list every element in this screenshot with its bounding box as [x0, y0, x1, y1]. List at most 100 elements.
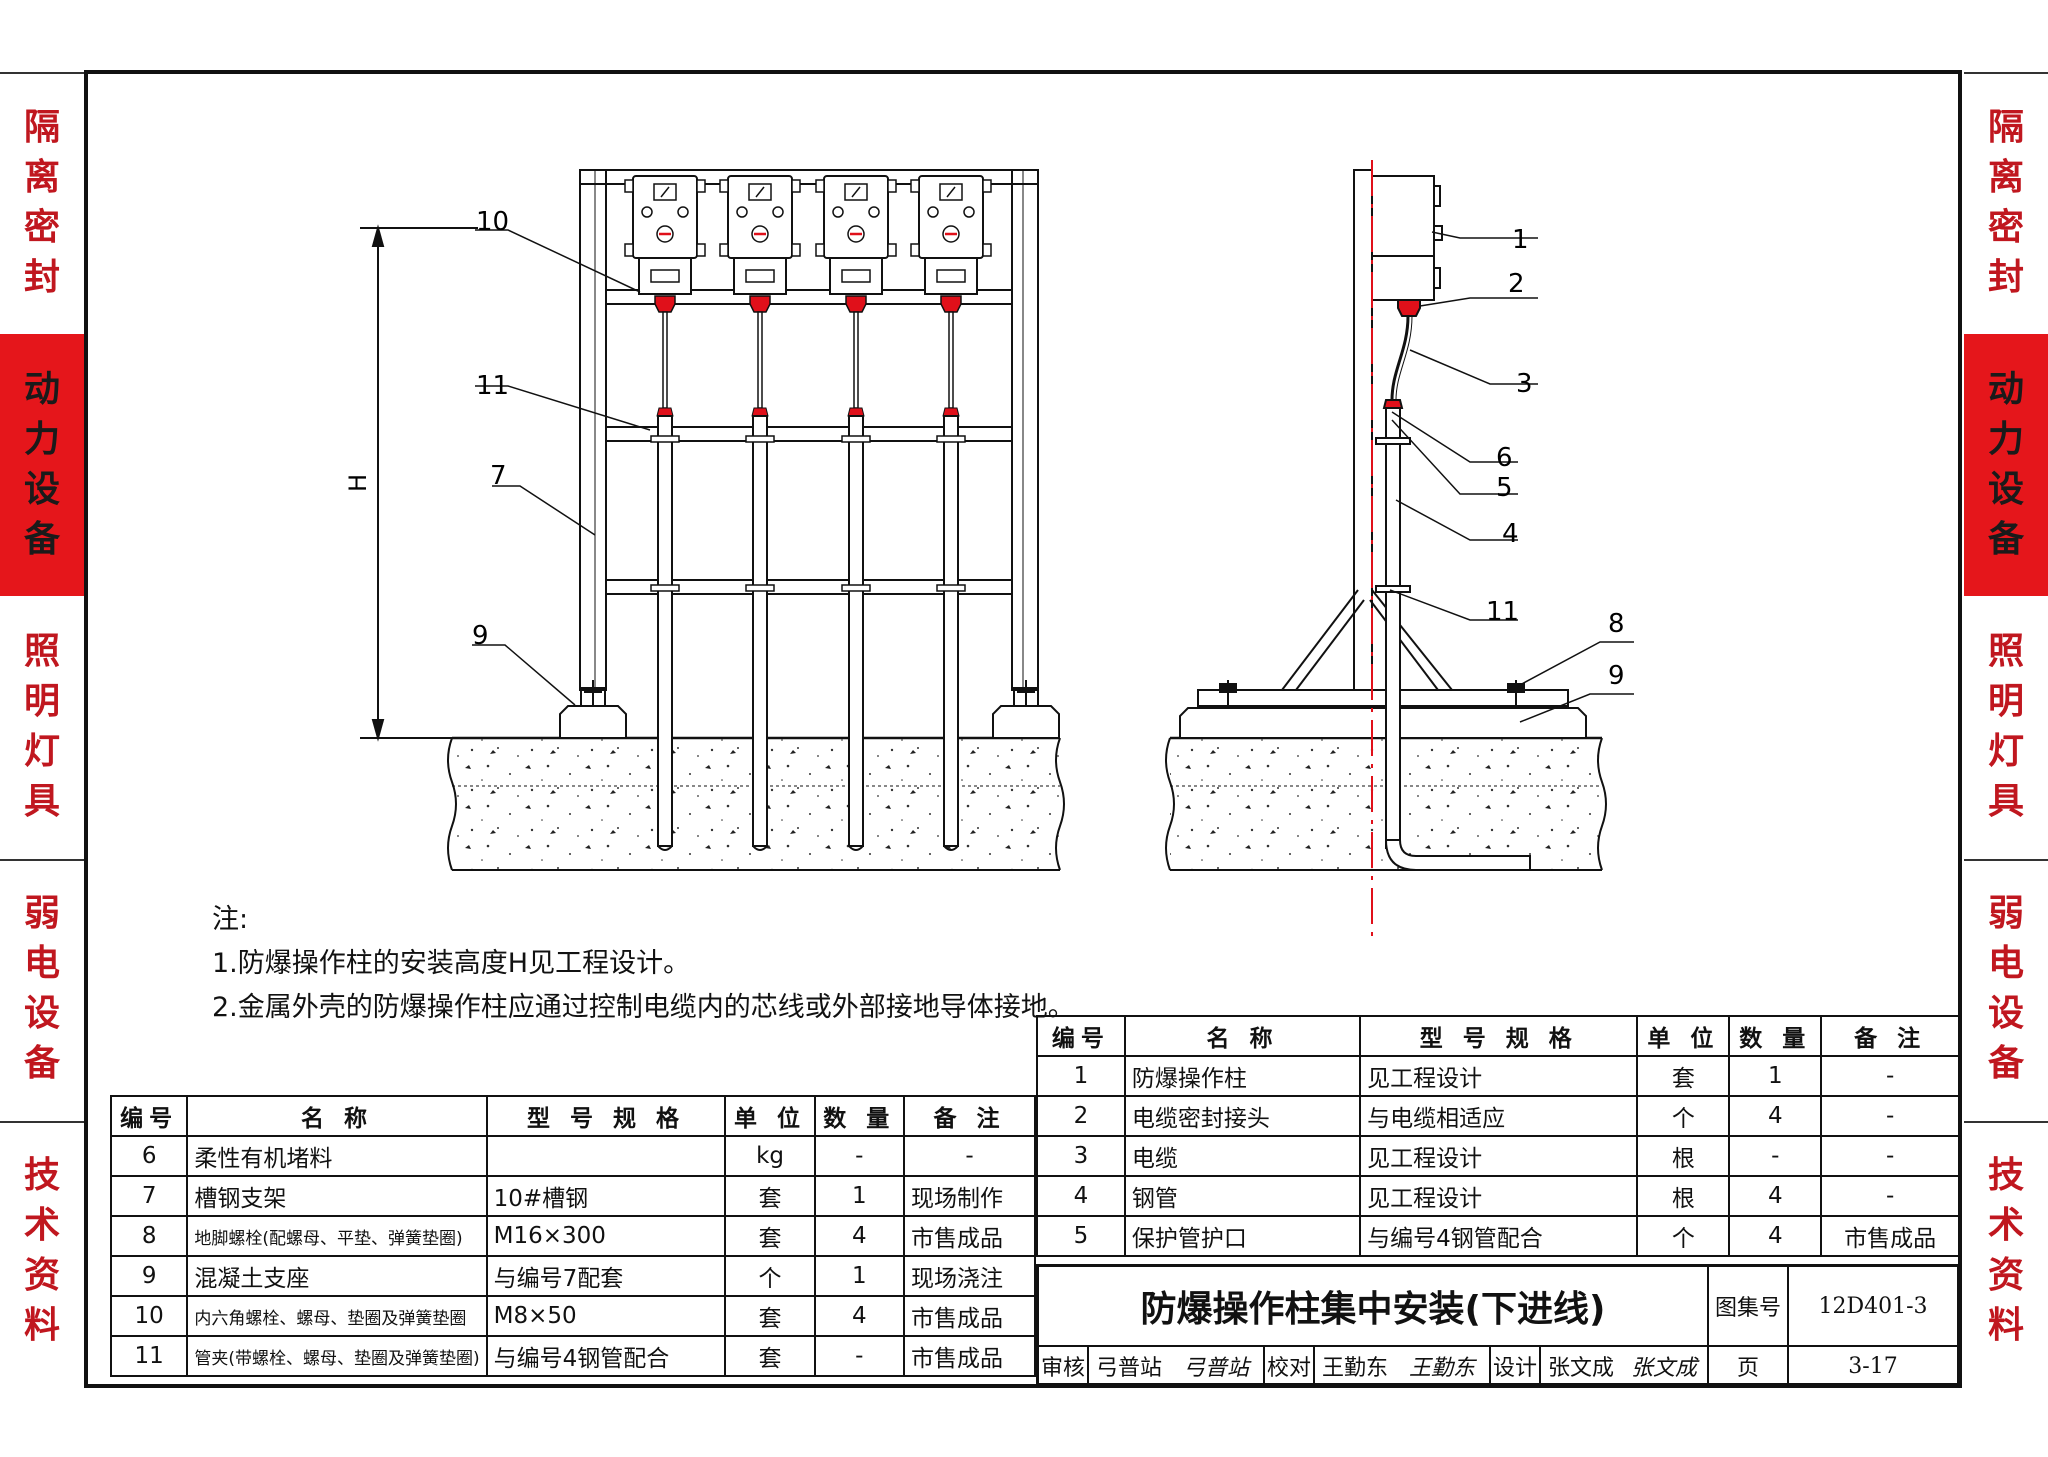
cell-unit: 套: [724, 1295, 816, 1337]
cell-qty: -: [813, 1335, 905, 1377]
callout-3: 3: [1516, 369, 1533, 399]
side-tab-power-equipment[interactable]: 动 力 设 备: [1964, 334, 2048, 596]
steel-pipe: [657, 415, 673, 847]
side-tab-technical-info[interactable]: 技 术 资 料: [1964, 1120, 2048, 1382]
designer-name: 张文成: [1547, 1356, 1614, 1381]
cell-qty: 1: [813, 1175, 905, 1217]
atlas-number: 12D401-3: [1789, 1267, 1957, 1347]
side-tab-low-voltage[interactable]: 弱 电 设 备: [0, 858, 84, 1120]
tab-char: 弱: [23, 893, 60, 934]
drawing-title: 防爆操作柱集中安装(下进线): [1039, 1267, 1709, 1347]
tab-char: 弱: [1987, 893, 2024, 934]
callout-4: 4: [1502, 519, 1519, 549]
header-cell: 型 号 规 格: [1359, 1015, 1639, 1057]
tab-divider: [0, 72, 84, 74]
side-view: [1165, 169, 1607, 871]
side-tab-low-voltage[interactable]: 弱 电 设 备: [1964, 858, 2048, 1120]
mounting-lug: [719, 243, 729, 257]
mounting-lug: [696, 243, 706, 257]
check-label: 校对: [1265, 1347, 1315, 1385]
meter-needle: [660, 186, 670, 198]
cell-no: 7: [109, 1175, 189, 1217]
pipe-clamp: [745, 584, 775, 592]
pipe-mouth: [751, 407, 769, 417]
tab-char: 力: [23, 419, 60, 460]
cable-gland: [654, 295, 676, 313]
cell-qty: 1: [813, 1255, 905, 1297]
cell-remark: -: [902, 1135, 1037, 1177]
mounting-lug: [982, 243, 992, 257]
channel-base-side: [1197, 689, 1569, 707]
side-view-callouts: [1389, 231, 1634, 723]
tab-divider: [1964, 1121, 2048, 1123]
indicator-lamp: [772, 206, 784, 218]
mounting-lug: [815, 179, 825, 193]
pipe-end: [943, 845, 959, 851]
mounting-lug: [791, 179, 801, 193]
parts-table-right: 编号 名 称 型 号 规 格 单 位 数 量 备 注 1 防爆操作柱 见工程设计…: [1036, 1015, 1960, 1257]
cell-name: 槽钢支架: [186, 1175, 488, 1217]
concrete-support-side: [1179, 707, 1587, 739]
tab-char: 备: [23, 519, 60, 560]
pipe-clamp: [841, 435, 871, 443]
tab-char: 具: [1987, 781, 2024, 822]
cell-remark: 市售成品: [902, 1335, 1037, 1377]
steel-pipe-side: [1385, 407, 1401, 849]
indicator-lamp: [677, 206, 689, 218]
side-tab-lighting[interactable]: 照 明 灯 具: [0, 596, 84, 858]
nameplate: [745, 269, 775, 283]
steel-pipe: [848, 415, 864, 847]
side-tab-lighting[interactable]: 照 明 灯 具: [1964, 596, 2048, 858]
side-tab-technical-info[interactable]: 技 术 资 料: [0, 1120, 84, 1382]
anchor-bolt: [580, 680, 606, 707]
indicator-lamp: [736, 206, 748, 218]
side-tab-isolation-seal[interactable]: 隔 离 密 封: [0, 72, 84, 334]
notes: 注: 1.防爆操作柱的安装高度H见工程设计。 2.金属外壳的防爆操作柱应通过控制…: [212, 898, 1075, 1030]
tab-divider: [1964, 859, 2048, 861]
callout-2: 2: [1508, 269, 1525, 299]
cell-remark: -: [1820, 1135, 1960, 1177]
side-tab-isolation-seal[interactable]: 隔 离 密 封: [1964, 72, 2048, 334]
side-tab-power-equipment[interactable]: 动 力 设 备: [0, 334, 84, 596]
pipe-mouth: [847, 407, 865, 417]
callout-10-front: 10: [476, 207, 509, 237]
mounting-lug: [624, 179, 634, 193]
cell-name: 内六角螺栓、螺母、垫圈及弹簧垫圈: [186, 1295, 488, 1337]
tab-char: 离: [23, 157, 60, 198]
cell-no: 6: [109, 1135, 189, 1177]
cell-name: 电缆: [1123, 1135, 1362, 1177]
cell-no: 4: [1036, 1175, 1126, 1217]
channel-beam: [605, 289, 1013, 305]
tab-char: 技: [1987, 1155, 2024, 1196]
cell-unit: 根: [1636, 1175, 1731, 1217]
tab-char: 动: [1987, 369, 2024, 410]
cable-gland: [749, 295, 771, 313]
tab-char: 电: [1987, 943, 2024, 984]
cell-name: 防爆操作柱: [1123, 1055, 1362, 1097]
indicator-lamp: [641, 206, 653, 218]
cell-name: 电缆密封接头: [1123, 1095, 1362, 1137]
callout-11-side: 11: [1486, 597, 1519, 627]
cell-qty: 4: [1728, 1095, 1823, 1137]
cell-no: 8: [109, 1215, 189, 1257]
pipe-end: [752, 845, 768, 851]
mounting-lug: [624, 243, 634, 257]
mounting-lug: [696, 179, 706, 193]
cell-unit: 个: [724, 1255, 816, 1297]
header-cell: 备 注: [1820, 1015, 1960, 1057]
cell-remark: -: [1820, 1055, 1960, 1097]
tab-divider: [0, 1121, 84, 1123]
cell-spec: 见工程设计: [1359, 1175, 1639, 1217]
mounting-lug: [910, 179, 920, 193]
pipe-end: [848, 845, 864, 851]
cell-qty: -: [813, 1135, 905, 1177]
table-row: 1 防爆操作柱 见工程设计 套 1 -: [1036, 1055, 1960, 1097]
cable-gland: [845, 295, 867, 313]
cable: [853, 311, 859, 409]
tab-char: 灯: [23, 731, 60, 772]
anchor-bolt: [1219, 680, 1237, 706]
nameplate: [650, 269, 680, 283]
pipe-mouth: [942, 407, 960, 417]
cell-spec: M16×300: [485, 1215, 727, 1257]
table-row: 8 地脚螺栓(配螺母、平垫、弹簧垫圈) M16×300 套 4 市售成品: [109, 1215, 1037, 1257]
